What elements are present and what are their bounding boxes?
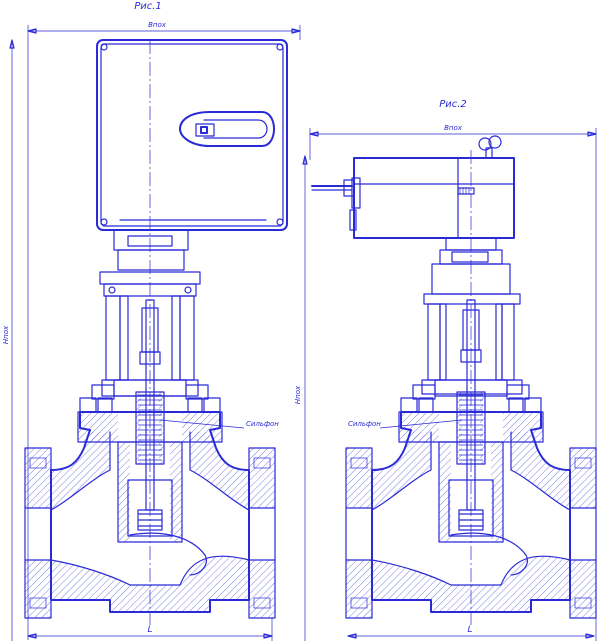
fig1-height-label: Нпох — [2, 325, 10, 344]
fig2-length-label: L — [467, 625, 472, 635]
fig2-width-label: Впох — [444, 124, 463, 132]
fig2-title: Рис.2 — [439, 99, 467, 110]
figure-1: Рис.1 Впох Нпох L — [2, 1, 301, 641]
fig1-callout: Сильфон — [246, 420, 279, 428]
fig1-width-label: Впох — [148, 21, 167, 29]
fig2-callout: Сильфон — [348, 420, 381, 428]
fig1-title: Рис.1 — [134, 1, 162, 12]
figure-2: Рис.2 Впох Нпох L — [294, 99, 597, 641]
fig2-height-label: Нпох — [294, 385, 302, 404]
fig1-length-label: L — [147, 625, 152, 635]
